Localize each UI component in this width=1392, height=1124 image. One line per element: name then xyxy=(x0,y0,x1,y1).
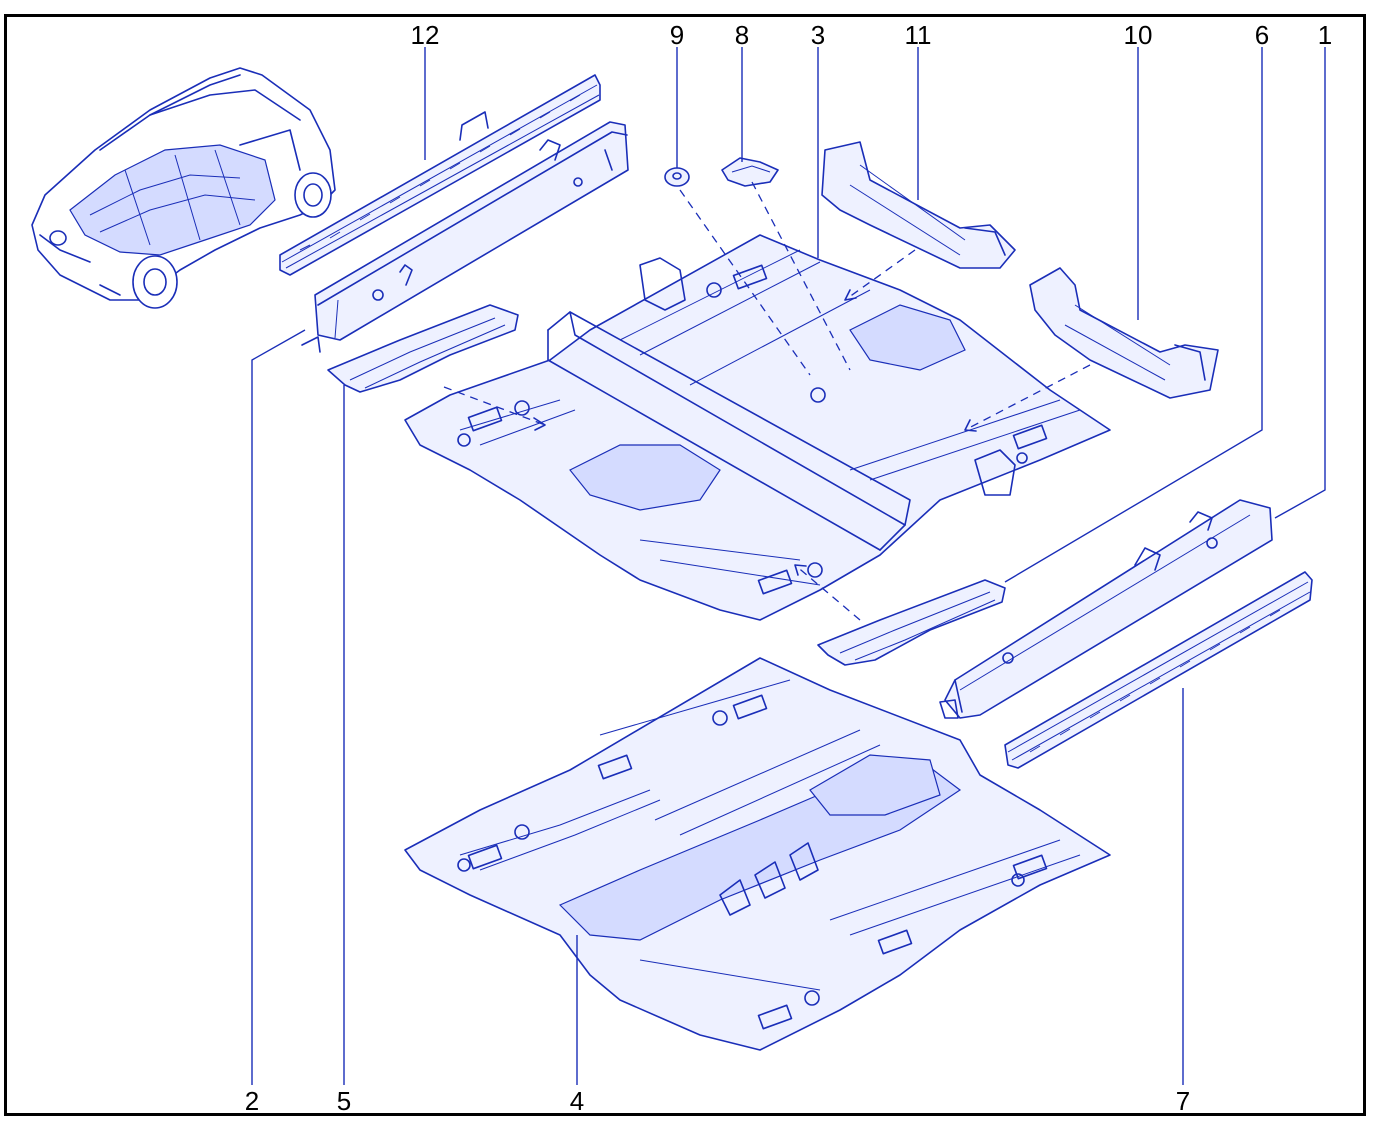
callout-leaders xyxy=(251,47,1326,1085)
part-6-right-reinforcement xyxy=(817,579,1006,666)
callout-10: 10 xyxy=(1124,20,1153,50)
part-4-floor-panel xyxy=(404,657,1111,1051)
part-7-outer-sill xyxy=(1004,571,1313,769)
part-5-left-reinforcement xyxy=(327,304,519,393)
part-3-floor-assembly xyxy=(404,234,1111,621)
callout-3: 3 xyxy=(811,20,825,50)
callout-11: 11 xyxy=(905,20,932,50)
callout-6: 6 xyxy=(1255,20,1269,50)
part-8-bracket xyxy=(721,157,779,187)
assembly-direction-lines xyxy=(443,181,1091,621)
part-9-grommet xyxy=(664,167,690,187)
vehicle-location-illustration xyxy=(31,67,336,309)
part-11-crossmember xyxy=(821,141,1016,269)
callout-5: 5 xyxy=(337,1086,351,1116)
part-1-inner-side-member xyxy=(939,499,1273,719)
callout-8: 8 xyxy=(735,20,749,50)
part-12-outer-sill xyxy=(279,74,601,276)
callout-4: 4 xyxy=(570,1086,584,1116)
callout-9: 9 xyxy=(670,20,684,50)
callout-12: 12 xyxy=(411,20,440,50)
callout-2: 2 xyxy=(245,1086,259,1116)
callout-7: 7 xyxy=(1176,1086,1190,1116)
part-2-inner-side-member xyxy=(301,121,629,353)
part-10-crossmember xyxy=(1029,267,1219,399)
callout-labels: 12 9 8 3 11 10 6 1 2 5 4 7 xyxy=(245,20,1332,1116)
callout-1: 1 xyxy=(1318,20,1332,50)
